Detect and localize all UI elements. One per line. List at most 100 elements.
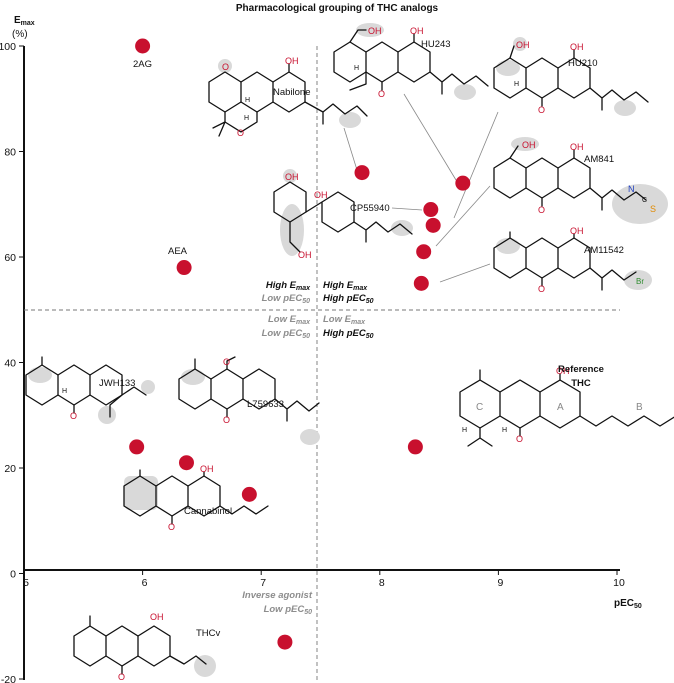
svg-text:OH: OH [410, 26, 424, 36]
hu243-label: HU243 [421, 39, 451, 50]
svg-text:H: H [514, 81, 519, 88]
cp55940-structure: OH OH OH [273, 169, 413, 260]
svg-text:H: H [354, 65, 359, 72]
x-tick-label: 7 [260, 577, 266, 589]
data-point-jwh133 [129, 439, 145, 455]
quad-c-line2: Low pEC [262, 328, 303, 339]
quad-d-line2: High pEC [323, 328, 366, 339]
svg-text:H: H [245, 97, 250, 104]
svg-text:O: O [118, 672, 125, 682]
hu243-structure: OH OH O H [333, 23, 489, 100]
svg-text:C: C [642, 197, 647, 204]
svg-text:S: S [650, 204, 656, 214]
svg-text:High Emax: High Emax [266, 280, 311, 292]
x-tick-label: 5 [23, 577, 29, 589]
y-tick-label: 40 [4, 358, 16, 370]
data-point-thc [407, 439, 423, 455]
x-tick-label: 10 [613, 577, 625, 589]
svg-text:A: A [557, 402, 564, 413]
svg-text:Low Emax: Low Emax [323, 314, 366, 326]
hu210-structure: OH OH O H [493, 37, 649, 116]
quadrant-high-emax-low-pec50: High Emax Low pEC50 [262, 280, 312, 305]
quadrant-low-emax-low-pec50: Low Emax Low pEC50 [262, 314, 312, 340]
jwh133-label: JWH133 [99, 378, 135, 389]
quadrant-inverse-agonist: Inverse agonist Low pEC50 [242, 590, 313, 616]
svg-text:OH: OH [285, 172, 299, 182]
label-aea: AEA [168, 246, 188, 257]
y-tick-label: -20 [1, 674, 16, 683]
quad-a-line2: Low pEC [262, 293, 303, 304]
data-point-aea [176, 260, 192, 276]
svg-text:Inverse agonist: Inverse agonist [242, 590, 313, 601]
svg-text:High Emax: High Emax [323, 280, 368, 292]
y-tick-label: 60 [4, 252, 16, 264]
svg-text:Br: Br [636, 277, 644, 286]
quad-e-line1: Inverse agonist [242, 590, 313, 601]
svg-text:H: H [62, 388, 67, 395]
cp55940-label: CP55940 [350, 203, 390, 214]
data-point-hu243 [455, 175, 471, 191]
quad-c-line1: Low E [268, 314, 297, 325]
svg-text:High pEC50: High pEC50 [323, 293, 374, 305]
svg-text:O: O [223, 357, 230, 367]
y-axis-label: Emax (%) [12, 15, 35, 40]
svg-text:OH: OH [285, 56, 299, 66]
svg-text:O: O [516, 434, 523, 444]
svg-text:OH: OH [570, 226, 584, 236]
y-tick-label: 20 [4, 463, 16, 475]
thcv-label: THCv [196, 628, 221, 639]
svg-text:H: H [462, 427, 467, 434]
svg-text:O: O [378, 89, 385, 99]
data-point-2ag [135, 38, 151, 54]
x-axis-label: pEC50 [614, 598, 642, 610]
svg-text:N: N [628, 184, 635, 194]
quad-b-line2: High pEC [323, 293, 366, 304]
svg-text:Low pEC50: Low pEC50 [264, 604, 313, 616]
svg-text:Low pEC50: Low pEC50 [262, 293, 311, 305]
data-point-am11542 [413, 275, 429, 291]
svg-text:Low Emax: Low Emax [268, 314, 311, 326]
svg-text:O: O [223, 415, 230, 425]
svg-text:H: H [244, 115, 249, 122]
svg-text:O: O [538, 105, 545, 115]
quadrant-low-emax-high-pec50: Low Emax High pEC50 [323, 314, 374, 340]
data-point-nabilone [354, 165, 370, 181]
svg-text:B: B [636, 402, 643, 413]
thc-reference-structure: OH O C A B H H [459, 366, 674, 447]
x-tick-label: 6 [142, 577, 148, 589]
data-point-l759633 [178, 455, 194, 471]
svg-text:Low pEC50: Low pEC50 [262, 328, 311, 340]
label-2ag: 2AG [133, 59, 152, 70]
hu210-label: HU210 [568, 58, 598, 69]
y-tick-label: 0 [10, 569, 16, 581]
data-point-cannabinol [241, 486, 257, 502]
svg-text:OH: OH [314, 190, 328, 200]
reference-label: Reference THC [558, 364, 604, 389]
y-tick-label: 80 [4, 147, 16, 159]
am841-label: AM841 [584, 154, 614, 165]
molecule-structures: O OH O H H Nabilone OH OH O H HU243 [25, 23, 674, 682]
svg-text:OH: OH [570, 42, 584, 52]
svg-text:High pEC50: High pEC50 [323, 328, 374, 340]
svg-text:O: O [222, 62, 229, 72]
svg-text:OH: OH [150, 612, 164, 622]
quadrant-high-emax-high-pec50: High Emax High pEC50 [323, 280, 374, 305]
am841-structure: OH OH O N S C [493, 137, 668, 224]
svg-text:O: O [168, 522, 175, 532]
y-tick-label: 100 [0, 41, 16, 53]
svg-text:O: O [237, 128, 244, 138]
svg-text:O: O [538, 284, 545, 294]
quadrant-labels: High Emax Low pEC50 High Emax High pEC50… [242, 280, 373, 616]
svg-text:Emax: Emax [14, 15, 35, 27]
cannabinol-structure: OH O [123, 464, 269, 532]
svg-text:OH: OH [200, 464, 214, 474]
svg-text:C: C [476, 402, 483, 413]
x-tick-label: 8 [379, 577, 385, 589]
x-tick-label: 9 [497, 577, 503, 589]
svg-text:OH: OH [516, 40, 530, 50]
svg-text:OH: OH [368, 26, 382, 36]
svg-text:H: H [502, 427, 507, 434]
svg-text:OH: OH [522, 140, 536, 150]
quad-a-line1: High E [266, 280, 297, 291]
